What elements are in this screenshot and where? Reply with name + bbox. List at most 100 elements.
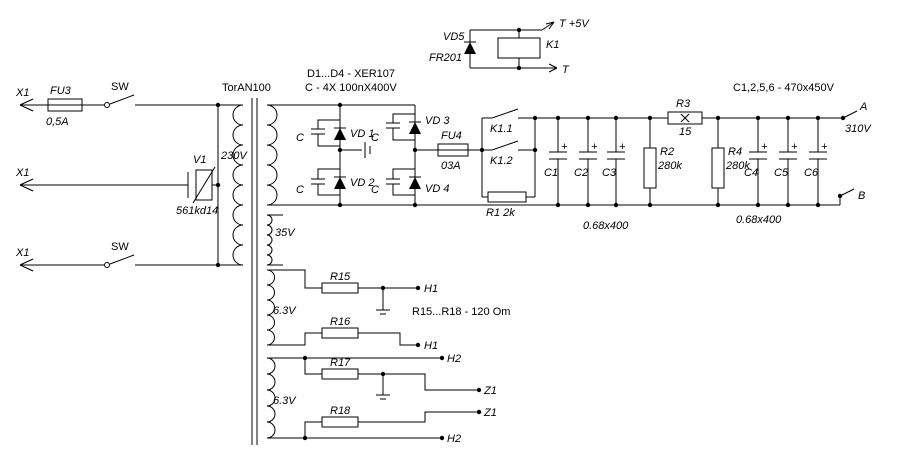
vd4-diode	[409, 177, 421, 189]
rating-068-label-2: 0.68x400	[736, 214, 782, 226]
r4-value-label: 280k	[725, 160, 750, 172]
c1-capacitor	[549, 118, 567, 205]
heater-group-2	[267, 357, 477, 439]
transformer	[232, 98, 283, 445]
z1-label-1: Z1	[483, 385, 497, 397]
r16-label: R16	[330, 316, 351, 328]
junction-dots	[215, 27, 846, 441]
heater2-wires	[267, 357, 477, 439]
labels: X1 FU3 0,5A SW X1 V1 561kd14 X1 SW TorAN…	[15, 18, 872, 445]
bridge-caps-note: C - 4X 100nX400V	[305, 82, 397, 94]
sw-label-top: SW	[111, 81, 129, 93]
h1-label-1: H1	[424, 283, 438, 295]
contact-wires	[481, 108, 536, 198]
vd3-diode	[409, 122, 421, 134]
sw-switch-bottom-contact	[104, 262, 110, 268]
t-plus5-label: T +5V	[559, 18, 590, 30]
r17-resistor	[321, 368, 359, 380]
vd5-diode	[464, 42, 476, 54]
fu4-fuse	[437, 143, 469, 157]
c3-capacitor	[607, 118, 625, 205]
vd2-label: VD 2	[350, 177, 374, 189]
c6-capacitor	[809, 118, 827, 205]
cap-plus-mark-1: +	[561, 141, 568, 153]
fu4-section	[415, 143, 482, 157]
r4-label: R4	[728, 146, 742, 158]
cap-note-label: C1,2,5,6 - 470x450V	[733, 82, 835, 94]
rating-068-label-1: 0.68x400	[583, 220, 629, 232]
c6-label: C6	[804, 167, 819, 179]
r1-label: R1 2k	[486, 207, 515, 219]
snubber-caps	[311, 113, 415, 196]
r2-label: R2	[660, 146, 674, 158]
t-label: T	[562, 64, 570, 76]
cap-plus-mark-6: +	[821, 141, 828, 153]
z1-label-2: Z1	[483, 407, 497, 419]
r3-value-label: 15	[679, 126, 692, 138]
primary-winding	[232, 104, 244, 266]
c5-label: C5	[774, 167, 789, 179]
r15-resistor	[321, 282, 359, 294]
cap-plus-mark-3: +	[619, 141, 626, 153]
transformer-name-label: TorAN100	[222, 82, 271, 94]
vd1-label: VD 1	[350, 128, 374, 140]
cap-plus-mark-2: +	[591, 141, 598, 153]
r3-resistor	[667, 111, 703, 125]
k11-label: K1.1	[490, 123, 513, 135]
transformer-core	[251, 98, 258, 445]
hv-secondary-winding	[266, 104, 278, 206]
r18-label: R18	[330, 405, 351, 417]
fu3-label: FU3	[50, 85, 72, 97]
snubber-c-label-4: C	[371, 184, 379, 196]
c4-label: C4	[744, 167, 758, 179]
cap-plus-mark-5: +	[791, 141, 798, 153]
r16-resistor	[321, 327, 359, 339]
sec-63v-label-1: 6.3V	[273, 305, 297, 317]
r17-label: R17	[330, 357, 351, 369]
sec-35v-label: 35V	[275, 227, 296, 239]
heater1-wires	[267, 269, 416, 346]
r2-resistor	[643, 147, 657, 189]
x1-label-mid: X1	[15, 167, 29, 179]
winding-63v-2	[266, 357, 276, 439]
x1-label-top: X1	[15, 87, 29, 99]
k1-label: K1	[546, 39, 559, 51]
vd5-type-label: FR201	[429, 52, 462, 64]
b-terminal-wire	[839, 188, 855, 205]
r1-resistor	[487, 191, 527, 203]
vd5-label: VD5	[443, 31, 465, 43]
vd1-diode	[334, 128, 346, 140]
r18-resistor	[321, 416, 359, 428]
filter-section	[535, 110, 858, 205]
r4-resistor	[711, 147, 725, 189]
output-310v-label: 310V	[845, 123, 872, 135]
relay-contacts-section	[481, 108, 536, 203]
r3-label: R3	[676, 98, 691, 110]
heater-group-1	[267, 269, 416, 346]
heater-note-label: R15...R18 - 120 Om	[412, 306, 510, 318]
snubber-c-label-1: C	[296, 132, 304, 144]
relay-coil-section	[464, 21, 558, 73]
winding-63v-1	[266, 269, 275, 346]
c2-capacitor	[579, 118, 597, 205]
output-b-label: B	[858, 190, 865, 202]
v1-type-label: 561kd14	[176, 205, 218, 217]
fu4-label: FU4	[441, 130, 462, 142]
sw-switch-top-contact	[104, 102, 110, 108]
h1-label-2: H1	[424, 340, 438, 352]
v1-label: V1	[193, 154, 206, 166]
fu4-rating-label: 03A	[441, 160, 461, 172]
relay-wires	[464, 21, 558, 73]
c1-label: C1	[544, 167, 558, 179]
primary-voltage-label: 230V	[220, 150, 248, 162]
snubber-c-label-3: C	[371, 132, 379, 144]
c3-label: C3	[602, 167, 617, 179]
winding-35v	[266, 214, 283, 266]
vd4-label: VD 4	[425, 183, 449, 195]
r15-label: R15	[330, 271, 351, 283]
c2-label: C2	[574, 167, 588, 179]
c5-capacitor	[779, 118, 797, 205]
c4-capacitor	[749, 118, 767, 205]
